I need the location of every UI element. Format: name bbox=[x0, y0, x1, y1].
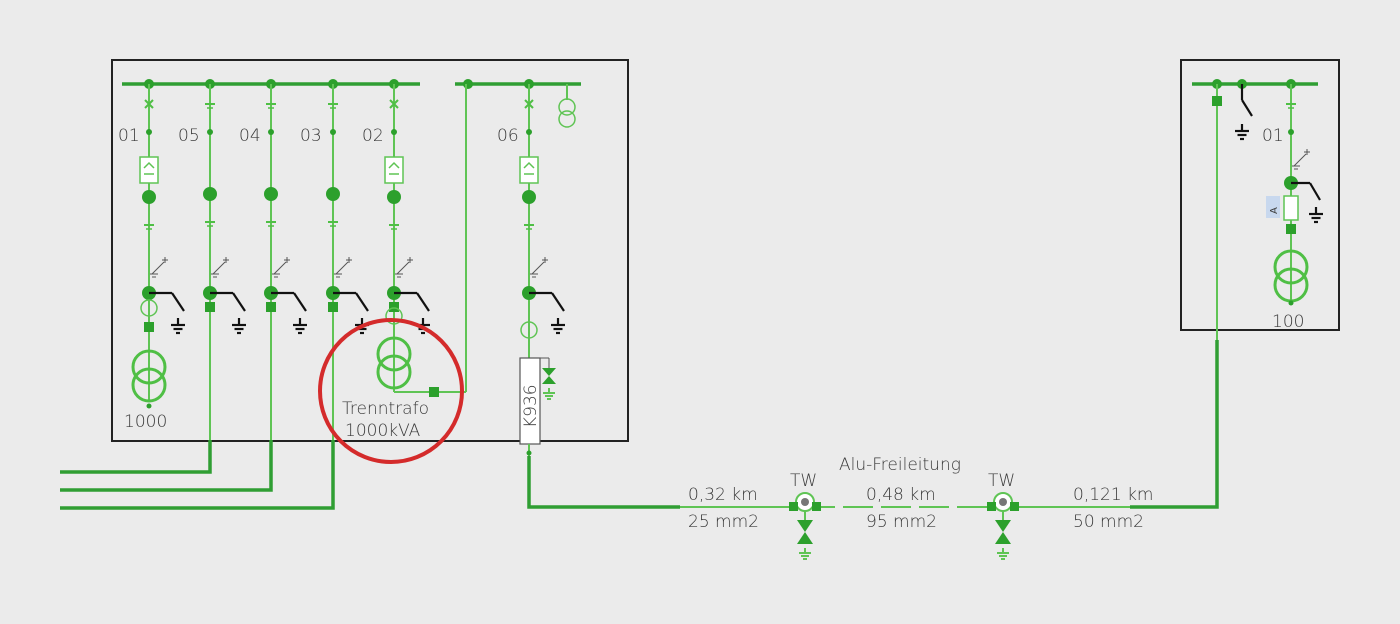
feeder-label-03: 03 bbox=[300, 126, 322, 146]
cable-segment-1 bbox=[527, 456, 680, 509]
feeder-label-04: 04 bbox=[239, 126, 261, 146]
earthing-switch-icon bbox=[1291, 148, 1311, 170]
feeder-03: 03 bbox=[300, 84, 371, 508]
earthing-switch-icon bbox=[210, 256, 230, 278]
feeder-label-06: 06 bbox=[497, 126, 519, 146]
transformer-100-label: 100 bbox=[1272, 312, 1304, 332]
substation-right-frame bbox=[1180, 59, 1340, 331]
earth-icon bbox=[1307, 205, 1325, 224]
isolation-transformer-title: Trenntrafo bbox=[342, 399, 429, 419]
fuse-icon bbox=[384, 156, 404, 184]
feeder-06: 06 K936 bbox=[497, 84, 567, 456]
earthing-right bbox=[1233, 84, 1253, 141]
segment-2-cross-section: 95 mm2 bbox=[866, 512, 937, 532]
tower-1-label: TW bbox=[790, 471, 817, 491]
fuse-icon bbox=[1283, 195, 1299, 221]
segment-3-cross-section: 50 mm2 bbox=[1073, 512, 1144, 532]
segment-1-length: 0,32 km bbox=[688, 485, 758, 505]
surge-arrester-icon bbox=[797, 520, 813, 532]
auxiliary-transformer bbox=[558, 84, 576, 128]
feeder-right-label: 01 bbox=[1262, 126, 1284, 146]
isolation-transformer-rating: 1000kVA bbox=[345, 421, 421, 441]
earth-icon bbox=[549, 316, 567, 335]
feeder-label-01: 01 bbox=[118, 126, 140, 146]
highlight-circle bbox=[318, 318, 464, 464]
feeder-right-01: 01 A 100 bbox=[1262, 84, 1325, 332]
earthing-switch-icon bbox=[529, 256, 549, 278]
feeder-01: 01 1000 bbox=[118, 84, 187, 432]
earth-icon bbox=[230, 316, 248, 335]
outgoing-cables bbox=[60, 440, 335, 510]
segment-3-length: 0,121 km bbox=[1073, 485, 1153, 505]
surge-arrester-icon bbox=[995, 520, 1011, 532]
substation-left-frame bbox=[111, 59, 629, 442]
earthing-switch-icon bbox=[149, 256, 169, 278]
incoming-feeder-right bbox=[1212, 84, 1222, 340]
tower-2-label: TW bbox=[988, 471, 1015, 491]
earthing-switch-icon bbox=[271, 256, 291, 278]
earthing-switch-icon bbox=[333, 256, 353, 278]
surge-arrester-icon bbox=[542, 368, 556, 376]
cable-box-label: K936 bbox=[521, 384, 541, 428]
transformer-1000-label: 1000 bbox=[124, 412, 167, 432]
feeder-02: 02 bbox=[362, 84, 467, 397]
fuse-icon bbox=[519, 156, 539, 184]
feeder-04: 04 bbox=[239, 84, 309, 490]
segment-2-length: 0,48 km bbox=[866, 485, 936, 505]
feeder-label-05: 05 bbox=[178, 126, 200, 146]
feeder-label-02: 02 bbox=[362, 126, 384, 146]
earth-icon bbox=[291, 316, 309, 335]
line-title: Alu-Freileitung bbox=[839, 455, 961, 475]
feeder-05: 05 bbox=[178, 84, 248, 472]
earthing-switch-icon bbox=[394, 256, 414, 278]
segment-1-cross-section: 25 mm2 bbox=[688, 512, 759, 532]
earth-icon bbox=[169, 316, 187, 335]
cable-segment-3 bbox=[1130, 340, 1219, 509]
fuse-tag: A bbox=[1269, 207, 1280, 214]
fuse-icon bbox=[139, 156, 159, 184]
tower-2: TW bbox=[987, 471, 1019, 560]
earth-icon bbox=[1233, 122, 1251, 141]
tower-1: TW bbox=[789, 471, 821, 560]
